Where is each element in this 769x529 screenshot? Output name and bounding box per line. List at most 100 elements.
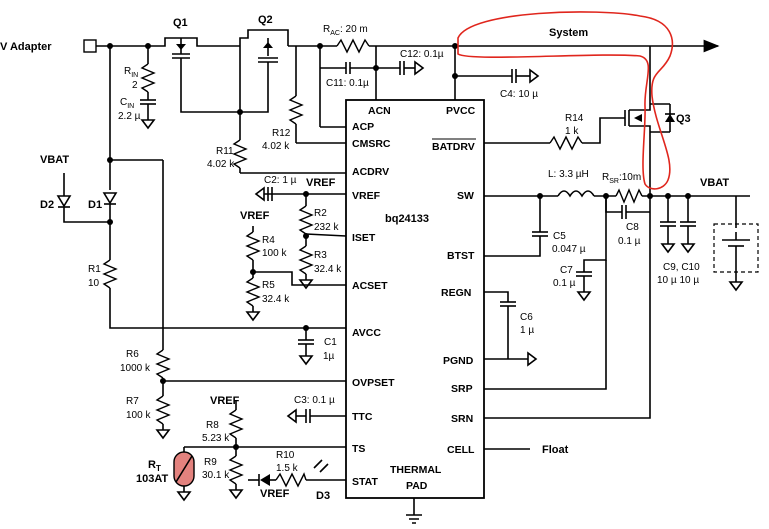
pin-vref: VREF: [352, 190, 381, 202]
r5-label: R5: [262, 280, 275, 291]
d1-label: D1: [88, 199, 102, 211]
r1-value: 10: [88, 278, 100, 289]
pin-ovpset: OVPSET: [352, 377, 395, 389]
d1-diode: [102, 192, 118, 205]
rin-value: 2: [132, 80, 138, 91]
c2-label: C2: 1 µ: [264, 175, 297, 186]
r10-resistor: [275, 472, 307, 488]
c4-ground: [529, 68, 540, 84]
pin-cell: CELL: [447, 444, 475, 456]
c12-ground: [414, 60, 425, 76]
cin-ground: [140, 119, 156, 130]
vbat-right-label: VBAT: [700, 177, 729, 189]
pin-ts: TS: [352, 443, 365, 455]
c8-value: 0.1 µ: [618, 236, 641, 247]
right-pins: PVCC BATDRV SW BTST REGN PGND SRP SRN CE…: [432, 105, 476, 456]
c7-label: C7: [560, 265, 573, 276]
pin-pvcc: PVCC: [446, 105, 476, 117]
r6-label: R6: [126, 349, 139, 360]
r9-label: R9: [204, 457, 217, 468]
rsr-label: RSR:10m: [602, 172, 641, 185]
c1-label: C1: [324, 337, 337, 348]
ic-name: bq24133: [385, 213, 429, 225]
r2-value: 232 k: [314, 222, 339, 233]
rac-resistor: RAC: 20 m: [323, 24, 370, 54]
q3-mosfet: Q3: [624, 88, 691, 188]
cin-value: 2.2 µ: [118, 111, 141, 122]
q1-mosfet: Q1: [160, 17, 205, 72]
r2-resistor: [298, 205, 314, 235]
r11-resistor: [232, 139, 248, 169]
r4-resistor: [245, 231, 261, 261]
r12-value: 4.02 k: [262, 141, 290, 152]
r5-resistor: [245, 277, 261, 307]
inductor-label: L: 3.3 µH: [548, 169, 589, 180]
r1-resistor: [102, 259, 118, 289]
adapter-terminal: [83, 39, 97, 53]
pin-iset: ISET: [352, 232, 376, 244]
c4-label: C4: 10 µ: [500, 89, 538, 100]
r3-label: R3: [314, 250, 327, 261]
r2-label: R2: [314, 208, 327, 219]
q2-mosfet: Q2: [239, 14, 289, 74]
c7-value: 0.1 µ: [553, 278, 576, 289]
inductor: [557, 190, 595, 198]
c5-value: 0.047 µ: [552, 244, 586, 255]
d3-label: D3: [316, 490, 330, 502]
r8-label: R8: [206, 420, 219, 431]
r10-value: 1.5 k: [276, 463, 299, 474]
c11-label: C11: 0.1µ: [326, 78, 369, 89]
r8-resistor: [228, 409, 244, 439]
pin-ttc: TTC: [352, 411, 373, 423]
r12-resistor: [288, 95, 304, 125]
r5-value: 32.4 k: [262, 294, 290, 305]
c12-label: C12: 0.1µ: [400, 49, 444, 60]
rt-label: RT: [148, 459, 161, 473]
r9-resistor: [228, 455, 244, 485]
system-path-highlight: [457, 11, 674, 190]
pin-cmsrc: CMSRC: [352, 138, 391, 150]
r1-label: R1: [88, 264, 101, 275]
c3-label: C3: 0.1 µ: [294, 395, 335, 406]
c6-value: 1 µ: [520, 325, 534, 336]
q3-label: Q3: [676, 113, 691, 125]
r6-resistor: [155, 349, 171, 379]
adapter-label: V Adapter: [0, 41, 52, 53]
rin-label: RIN: [124, 66, 138, 79]
pin-stat: STAT: [352, 476, 378, 488]
pin-btst: BTST: [447, 250, 475, 262]
r11-label: R11: [216, 146, 234, 157]
d2-label: D2: [40, 199, 54, 211]
svg-text:RAC: 20 m: RAC: 20 m: [323, 24, 368, 37]
r6-value: 1000 k: [120, 363, 151, 374]
vref4-label: VREF: [260, 488, 290, 500]
pin-regn: REGN: [441, 287, 471, 299]
vref2-label: VREF: [240, 210, 270, 222]
c1-value: 1µ: [323, 351, 335, 362]
r12-label: R12: [272, 128, 291, 139]
pin-pgnd: PGND: [443, 355, 474, 367]
pin-batdrv: BATDRV: [432, 141, 475, 153]
pin-acp: ACP: [352, 121, 374, 133]
vref1-label: VREF: [306, 177, 336, 189]
pin-acset: ACSET: [352, 280, 388, 292]
cin-label: CIN: [120, 97, 134, 110]
float-label: Float: [542, 444, 569, 456]
c8-label: C8: [626, 222, 639, 233]
left-pins: ACN ACP CMSRC ACDRV VREF ISET ACSET AVCC…: [352, 105, 395, 488]
r4-value: 100 k: [262, 248, 287, 259]
ic-body: [345, 99, 485, 499]
ic-thermal-1: THERMAL: [390, 464, 442, 476]
vbat-left-label: VBAT: [40, 154, 69, 166]
r10-label: R10: [276, 450, 295, 461]
ic-ground: [406, 514, 422, 524]
r3-resistor: [298, 245, 314, 275]
pin-acdrv: ACDRV: [352, 166, 389, 178]
pin-sw: SW: [457, 190, 474, 202]
rin-resistor: [140, 63, 156, 93]
c6-label: C6: [520, 312, 533, 323]
d2-diode: [56, 195, 72, 208]
r14-value: 1 k: [565, 126, 579, 137]
rsr-resistor: [615, 188, 643, 204]
